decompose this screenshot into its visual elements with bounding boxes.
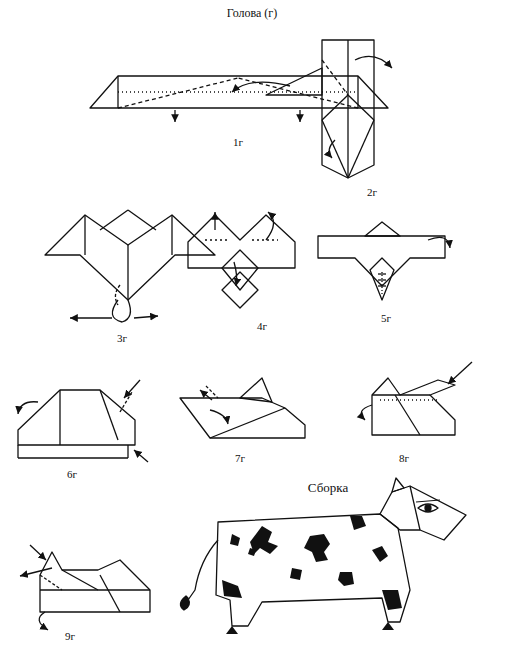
step-number: 5г: [381, 312, 391, 324]
step-number: 9г: [65, 630, 75, 642]
step-number: 7г: [235, 452, 245, 464]
section-heading: Сборка: [308, 481, 348, 495]
step-number: 2г: [367, 186, 377, 198]
step-8-figure: [361, 362, 472, 435]
step-9-figure: [20, 545, 150, 630]
diagram-title: Голова (г): [227, 7, 277, 20]
step-number: 8г: [399, 452, 409, 464]
cow-figure: [180, 478, 466, 634]
step-5-figure: [318, 222, 450, 300]
step-number: 3г: [117, 332, 127, 344]
step-number: 1г: [233, 136, 243, 148]
step-1-figure: [90, 76, 388, 122]
step-number: 4г: [257, 320, 267, 332]
step-6-figure: [18, 380, 148, 462]
step-7-figure: [180, 378, 305, 438]
step-3-figure: [45, 210, 215, 322]
step-2-figure: [266, 40, 392, 178]
step-4-figure: [188, 212, 295, 308]
step-number: 6г: [67, 468, 77, 480]
